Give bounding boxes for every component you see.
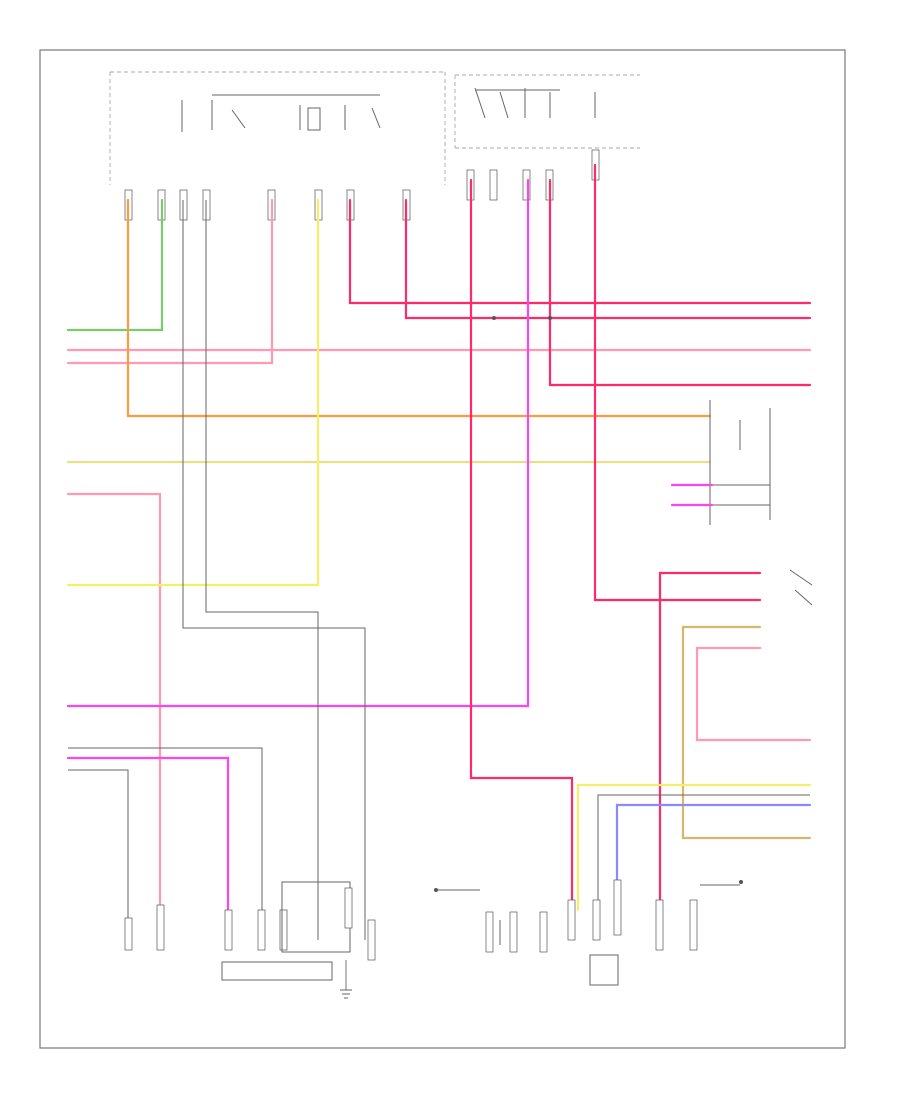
wires <box>66 163 813 940</box>
junctions <box>492 316 552 320</box>
diagram-frame <box>39 49 846 1049</box>
bottom-components <box>124 879 743 999</box>
top-fuse-blocks <box>109 71 640 185</box>
